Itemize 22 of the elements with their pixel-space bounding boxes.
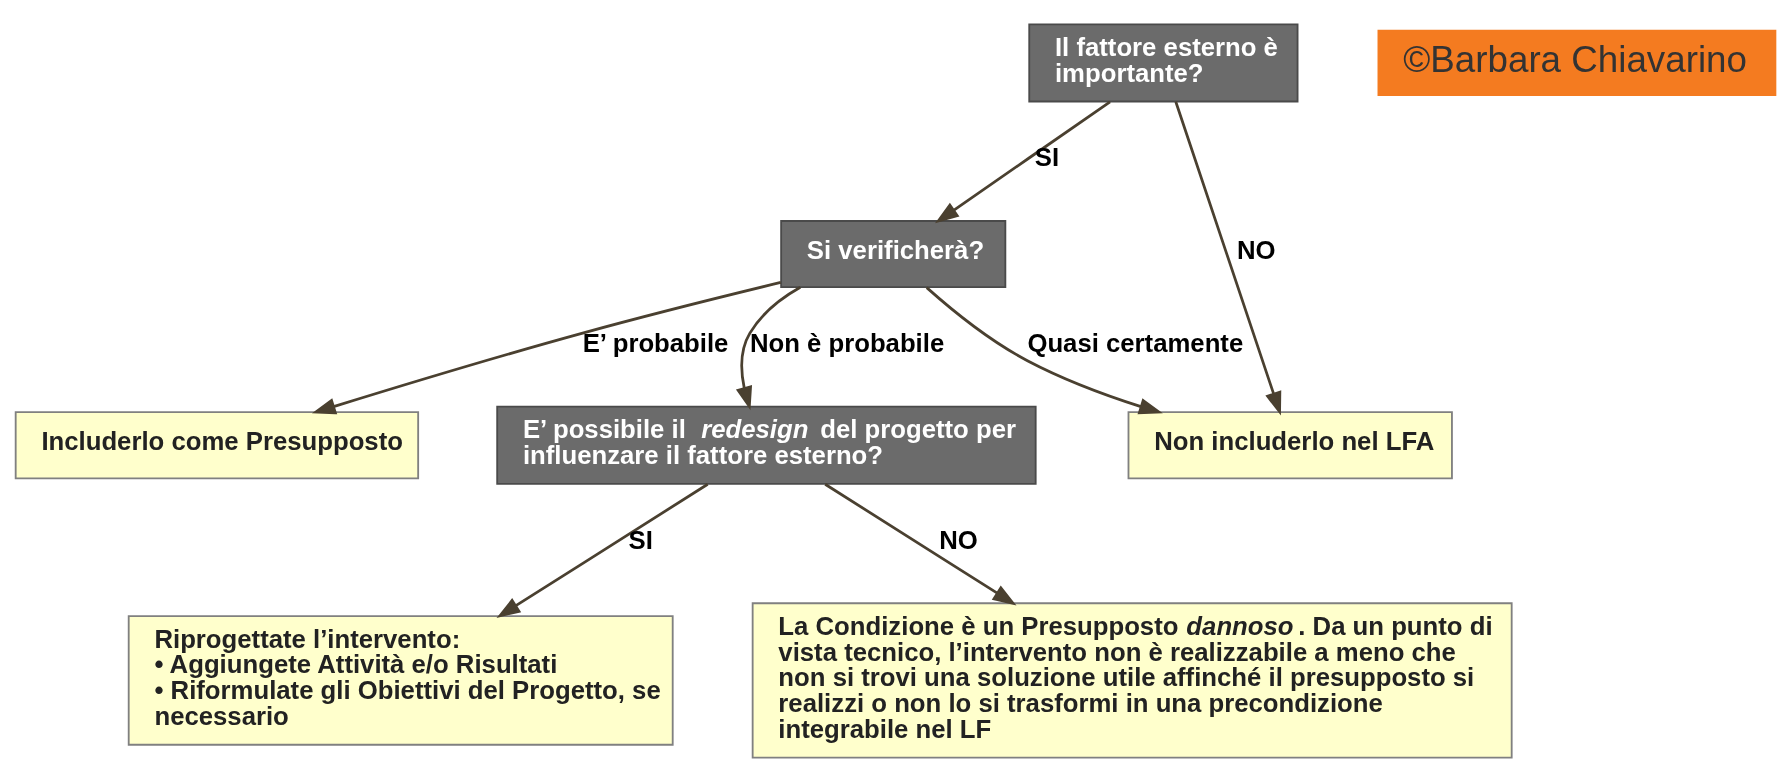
arrow <box>735 285 801 410</box>
node-box: Il fattore esterno è importante? <box>1028 22 1299 102</box>
arrow <box>824 482 1017 605</box>
edge-label: Non è probabile <box>749 328 945 357</box>
node-box: Si verificherà? <box>780 219 1007 288</box>
arrow <box>311 280 782 414</box>
edge-label: E’ probabile <box>582 328 729 357</box>
edge-label: NO <box>1236 235 1276 264</box>
node-box: Includerlo come Presupposto <box>14 410 420 479</box>
node-box: Non includerlo nel LFA <box>1127 410 1453 479</box>
arrow <box>935 100 1111 223</box>
arrow <box>496 482 709 618</box>
node-box: E’ possibile il redesign del progetto per influenzare il fattore esterno? <box>496 405 1037 485</box>
edge-label: SI <box>1034 142 1060 171</box>
arrow <box>1174 100 1282 416</box>
edge-label: NO <box>939 525 978 553</box>
node-box: La Condizione è un Presupposto dannoso. Da un punto di vista tecnico, l’intervento non è realizzabile a meno che non si trovi una soluzione utile affinché il presupposto si realizzi o non lo si trasformi in una precondizione integrabile nel LF <box>751 601 1513 759</box>
edge-label: SI <box>628 525 653 553</box>
node-box: Riprogettate l’intervento: • Aggiungete Attività e/o Risultati • Riformulate gli Obiettivi del Progetto, se necessario <box>127 614 674 746</box>
arrow <box>925 286 1163 414</box>
edge-label: Quasi certamente <box>1027 328 1244 357</box>
label: ©Barbara Chiavarino <box>1403 38 1747 80</box>
